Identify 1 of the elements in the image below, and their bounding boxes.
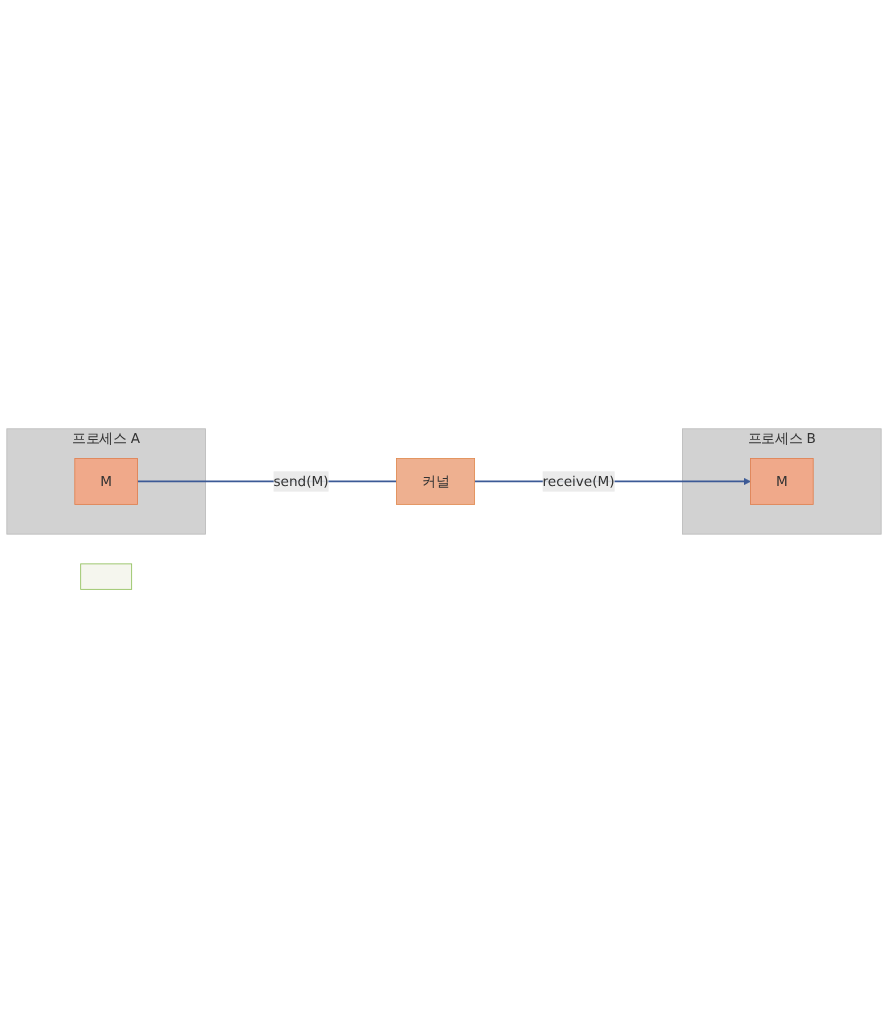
node-box	[80, 564, 133, 591]
